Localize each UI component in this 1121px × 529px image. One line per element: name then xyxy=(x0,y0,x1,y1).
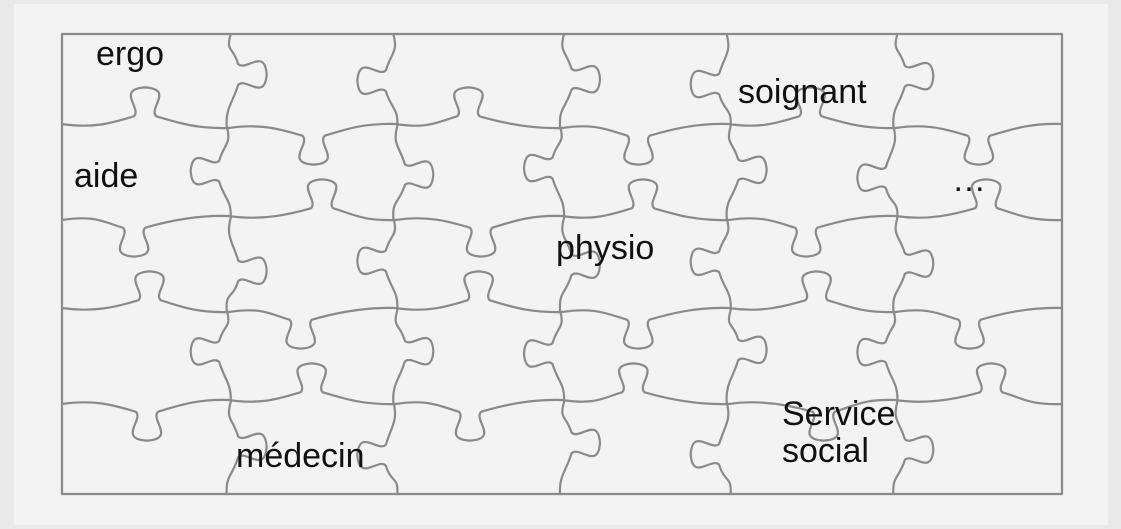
label-ergo: ergo xyxy=(96,36,164,73)
label-physio: physio xyxy=(556,230,654,267)
label-ellipsis: … xyxy=(952,162,986,199)
label-service-social: Service social xyxy=(782,396,895,471)
label-aide: aide xyxy=(74,158,138,195)
label-service-line1: Service xyxy=(782,396,895,433)
label-medecin: médecin xyxy=(236,438,365,475)
label-soignant: soignant xyxy=(738,74,867,111)
label-service-line2: social xyxy=(782,433,895,470)
